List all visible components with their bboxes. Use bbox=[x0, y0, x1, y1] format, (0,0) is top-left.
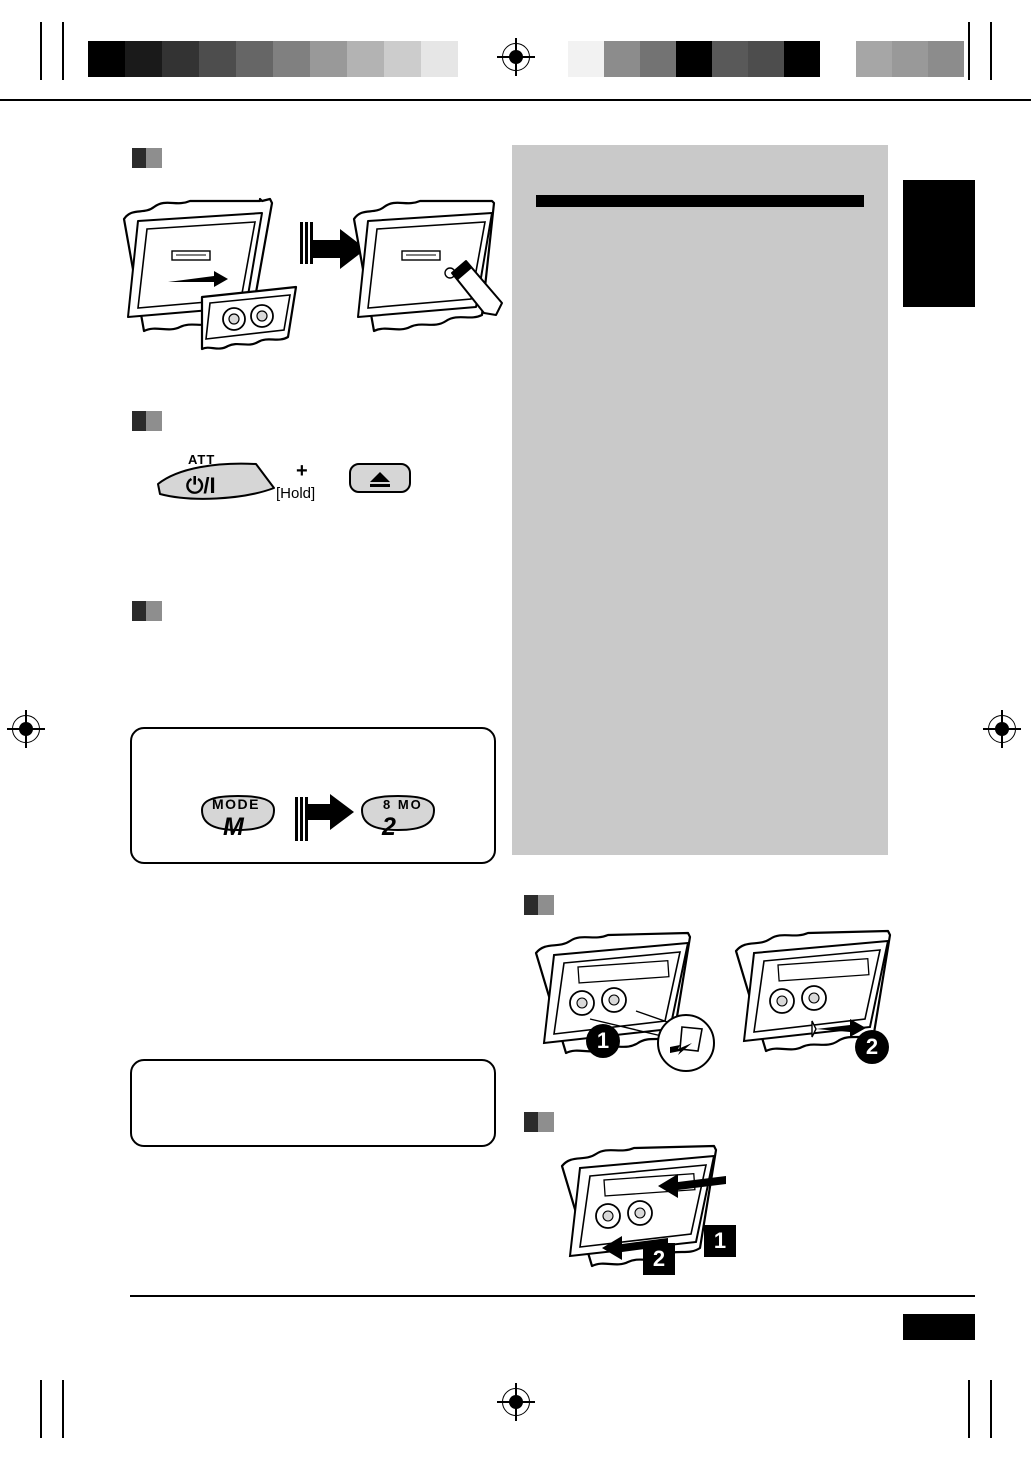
flag-dark bbox=[132, 411, 146, 431]
registration-mark-inner bbox=[995, 722, 1009, 736]
color-swatch bbox=[273, 41, 310, 77]
flag-dark bbox=[132, 601, 146, 621]
color-swatch bbox=[568, 41, 604, 77]
color-swatch bbox=[820, 41, 856, 77]
mode-text-label: MODE bbox=[212, 796, 260, 812]
side-tab-marker bbox=[903, 180, 975, 307]
color-swatch bbox=[458, 41, 495, 77]
flag-light bbox=[146, 411, 162, 431]
crop-mark-bottom-left-vertical-2 bbox=[62, 1380, 64, 1438]
preset-number-glyph: 2 bbox=[382, 813, 396, 841]
color-swatch bbox=[236, 41, 273, 77]
hold-label: [Hold] bbox=[276, 485, 316, 502]
color-swatch bbox=[88, 41, 125, 77]
flag-dark bbox=[132, 148, 146, 168]
color-swatch bbox=[712, 41, 748, 77]
display-readout-label: 8 MO bbox=[383, 797, 423, 812]
crop-mark-top-left-vertical bbox=[40, 22, 42, 80]
step-badge-two-remove: 2 bbox=[855, 1030, 889, 1064]
footer-page-tab bbox=[903, 1314, 975, 1340]
color-swatch bbox=[892, 41, 928, 77]
motion-stripes-mode bbox=[295, 797, 308, 841]
color-swatch bbox=[748, 41, 784, 77]
color-swatch bbox=[162, 41, 199, 77]
crop-mark-top-right-vertical-2 bbox=[990, 22, 992, 80]
illustration-attach-panel bbox=[548, 1140, 778, 1270]
illustration-remove-panel bbox=[520, 925, 910, 1080]
flag-dark bbox=[524, 895, 538, 915]
plus-sign-label: + bbox=[296, 460, 308, 482]
power-symbol-label: ⏻/I bbox=[186, 473, 216, 498]
flag-light bbox=[538, 895, 554, 915]
registration-mark-inner bbox=[19, 722, 33, 736]
color-swatch bbox=[421, 41, 458, 77]
crop-mark-bottom-left-vertical bbox=[40, 1380, 42, 1438]
color-swatch bbox=[676, 41, 712, 77]
registration-mark-top-center bbox=[497, 38, 535, 76]
crop-mark-bottom-right-vertical bbox=[968, 1380, 970, 1438]
color-calibration-bar-right bbox=[568, 41, 964, 77]
header-rule bbox=[0, 99, 1031, 101]
step-badge-one-attach: 1 bbox=[704, 1225, 736, 1257]
registration-mark-left-middle bbox=[7, 710, 45, 748]
color-swatch bbox=[784, 41, 820, 77]
section-flag-attach-panel bbox=[524, 1112, 554, 1132]
color-calibration-bar-left bbox=[88, 41, 495, 77]
footer-rule bbox=[130, 1295, 975, 1297]
step-badge-two-attach: 2 bbox=[643, 1243, 675, 1275]
mode-illustration-box bbox=[130, 727, 496, 864]
illustration-mode-to-display bbox=[196, 790, 436, 852]
registration-mark-bottom-center bbox=[497, 1383, 535, 1421]
flag-light bbox=[538, 1112, 554, 1132]
att-label: ATT bbox=[188, 452, 216, 467]
color-swatch bbox=[856, 41, 892, 77]
flag-dark bbox=[524, 1112, 538, 1132]
crop-mark-top-left-vertical-2 bbox=[62, 22, 64, 80]
crop-mark-top-right-vertical bbox=[968, 22, 970, 80]
registration-mark-inner bbox=[509, 50, 523, 64]
color-swatch bbox=[384, 41, 421, 77]
illustration-att-plus-eject bbox=[150, 450, 420, 520]
section-flag-remove-panel bbox=[524, 895, 554, 915]
section-flag-mode-display bbox=[132, 601, 162, 621]
registration-mark-inner bbox=[509, 1395, 523, 1409]
color-swatch bbox=[199, 41, 236, 77]
color-swatch bbox=[640, 41, 676, 77]
color-swatch bbox=[310, 41, 347, 77]
flag-light bbox=[146, 148, 162, 168]
mode-button-glyph: M bbox=[223, 813, 244, 841]
illustration-detach-control-panel bbox=[110, 185, 510, 360]
section-flag-detach-panel bbox=[132, 148, 162, 168]
color-swatch bbox=[347, 41, 384, 77]
color-swatch bbox=[604, 41, 640, 77]
registration-mark-right-middle bbox=[983, 710, 1021, 748]
color-swatch bbox=[928, 41, 964, 77]
flag-light bbox=[146, 601, 162, 621]
motion-stripes-detach bbox=[300, 222, 313, 264]
note-box bbox=[130, 1059, 496, 1147]
panel-heading-bar bbox=[536, 195, 864, 207]
color-swatch bbox=[125, 41, 162, 77]
section-flag-att-eject bbox=[132, 411, 162, 431]
crop-mark-bottom-right-vertical-2 bbox=[990, 1380, 992, 1438]
grey-content-panel bbox=[512, 145, 888, 855]
step-badge-one-remove: 1 bbox=[586, 1024, 620, 1058]
